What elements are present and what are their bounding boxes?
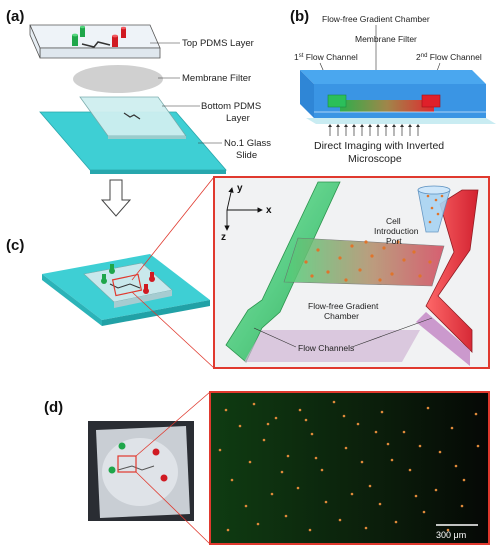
- label-cell-port-1: Cell: [386, 216, 401, 226]
- second-flow-channel: [421, 94, 441, 108]
- label-second-channel: 2nd Flow Channel: [416, 52, 482, 62]
- label-imaging-2: Microscope: [348, 153, 402, 165]
- label-cell-port-2: Introduction: [374, 226, 419, 236]
- label-glass-2: Slide: [236, 150, 257, 161]
- membrane-filter: [73, 65, 163, 93]
- device-photo: [88, 421, 194, 521]
- panel-label-d: (d): [44, 399, 63, 416]
- panel-label-b: (b): [290, 8, 309, 25]
- panel-label-c: (c): [6, 237, 24, 254]
- axis-z-label: z: [221, 232, 226, 243]
- label-membrane-b: Membrane Filter: [355, 34, 417, 44]
- label-top-pdms: Top PDMS Layer: [182, 38, 254, 49]
- cells-in-chamber: [304, 240, 432, 282]
- down-arrow: [100, 179, 132, 217]
- label-bottom-pdms-2: Layer: [226, 113, 250, 124]
- label-imaging-1: Direct Imaging with Inverted: [314, 140, 444, 152]
- label-bottom-pdms-1: Bottom PDMS: [201, 101, 261, 112]
- micrograph: [209, 391, 490, 545]
- imaging-arrows: [329, 126, 419, 136]
- label-gradient-chamber-c-1: Flow-free Gradient: [308, 301, 379, 311]
- axes-indicator: [224, 187, 263, 231]
- gradient-chamber-b: [340, 100, 434, 112]
- label-gradient-chamber-c-2: Chamber: [324, 311, 359, 321]
- device-cross-section: [300, 70, 486, 84]
- label-first-channel: 1st Flow Channel: [294, 52, 358, 62]
- label-gradient-chamber-b: Flow-free Gradient Chamber: [322, 14, 430, 24]
- red-flow-channel: [425, 189, 479, 353]
- gradient-chamber-c: [283, 237, 445, 287]
- zoom-region-box-d: [117, 455, 137, 473]
- label-glass-1: No.1 Glass: [224, 138, 271, 149]
- label-membrane-a: Membrane Filter: [182, 73, 251, 84]
- axis-y-label: y: [237, 183, 243, 194]
- label-flow-channels: Flow Channels: [298, 343, 354, 353]
- scale-bar-label: 300 μm: [436, 530, 466, 540]
- zoom-region-box-c: [111, 273, 143, 297]
- panel-label-a: (a): [6, 8, 24, 25]
- micrograph-cells: [218, 400, 480, 532]
- axis-x-label: x: [266, 205, 272, 216]
- first-flow-channel: [327, 94, 347, 108]
- label-cell-port-3: Port: [386, 236, 402, 246]
